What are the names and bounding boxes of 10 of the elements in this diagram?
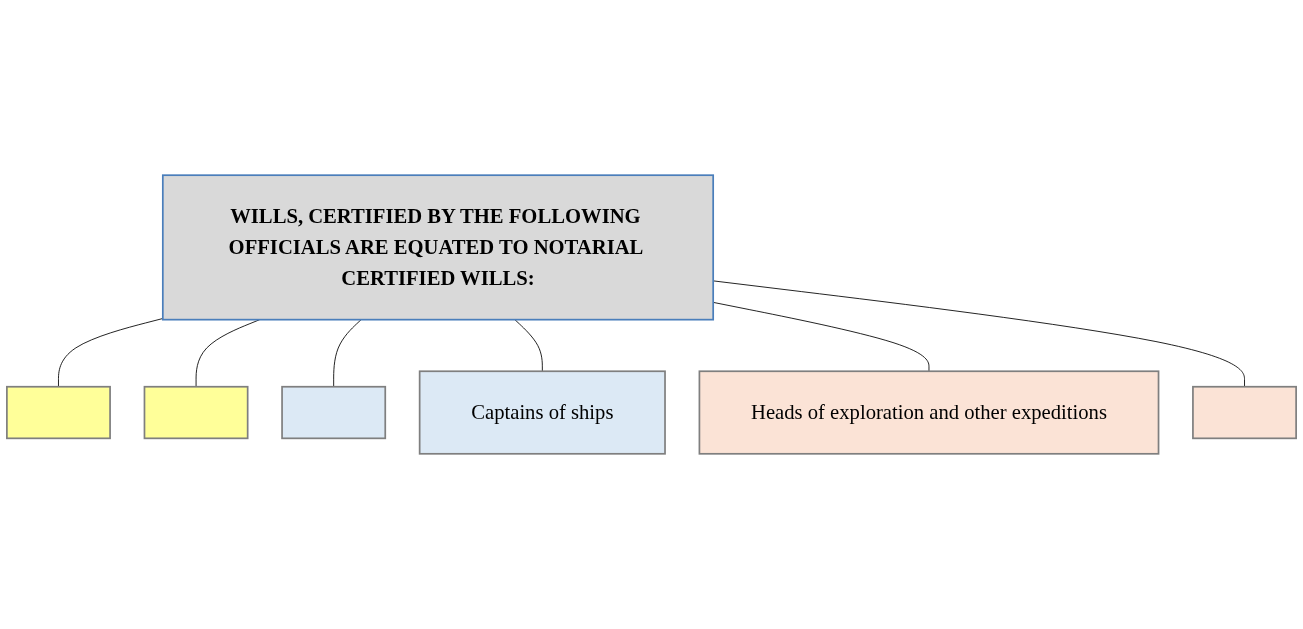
node-box: WILLS, CERTIFIED BY THE FOLLOWING OFFICIALS ARE EQUATED TO NOTARIAL CERTIFIED WILLS: [161, 174, 715, 321]
node-box [143, 385, 249, 440]
node-box [1192, 385, 1297, 440]
node-box: Captains of ships [418, 370, 666, 455]
node-box [281, 385, 387, 440]
node-box [6, 385, 111, 440]
connector [58, 318, 164, 388]
connector [333, 319, 362, 388]
connector [514, 319, 543, 372]
node-box: Heads of exploration and other expeditions [698, 370, 1160, 455]
